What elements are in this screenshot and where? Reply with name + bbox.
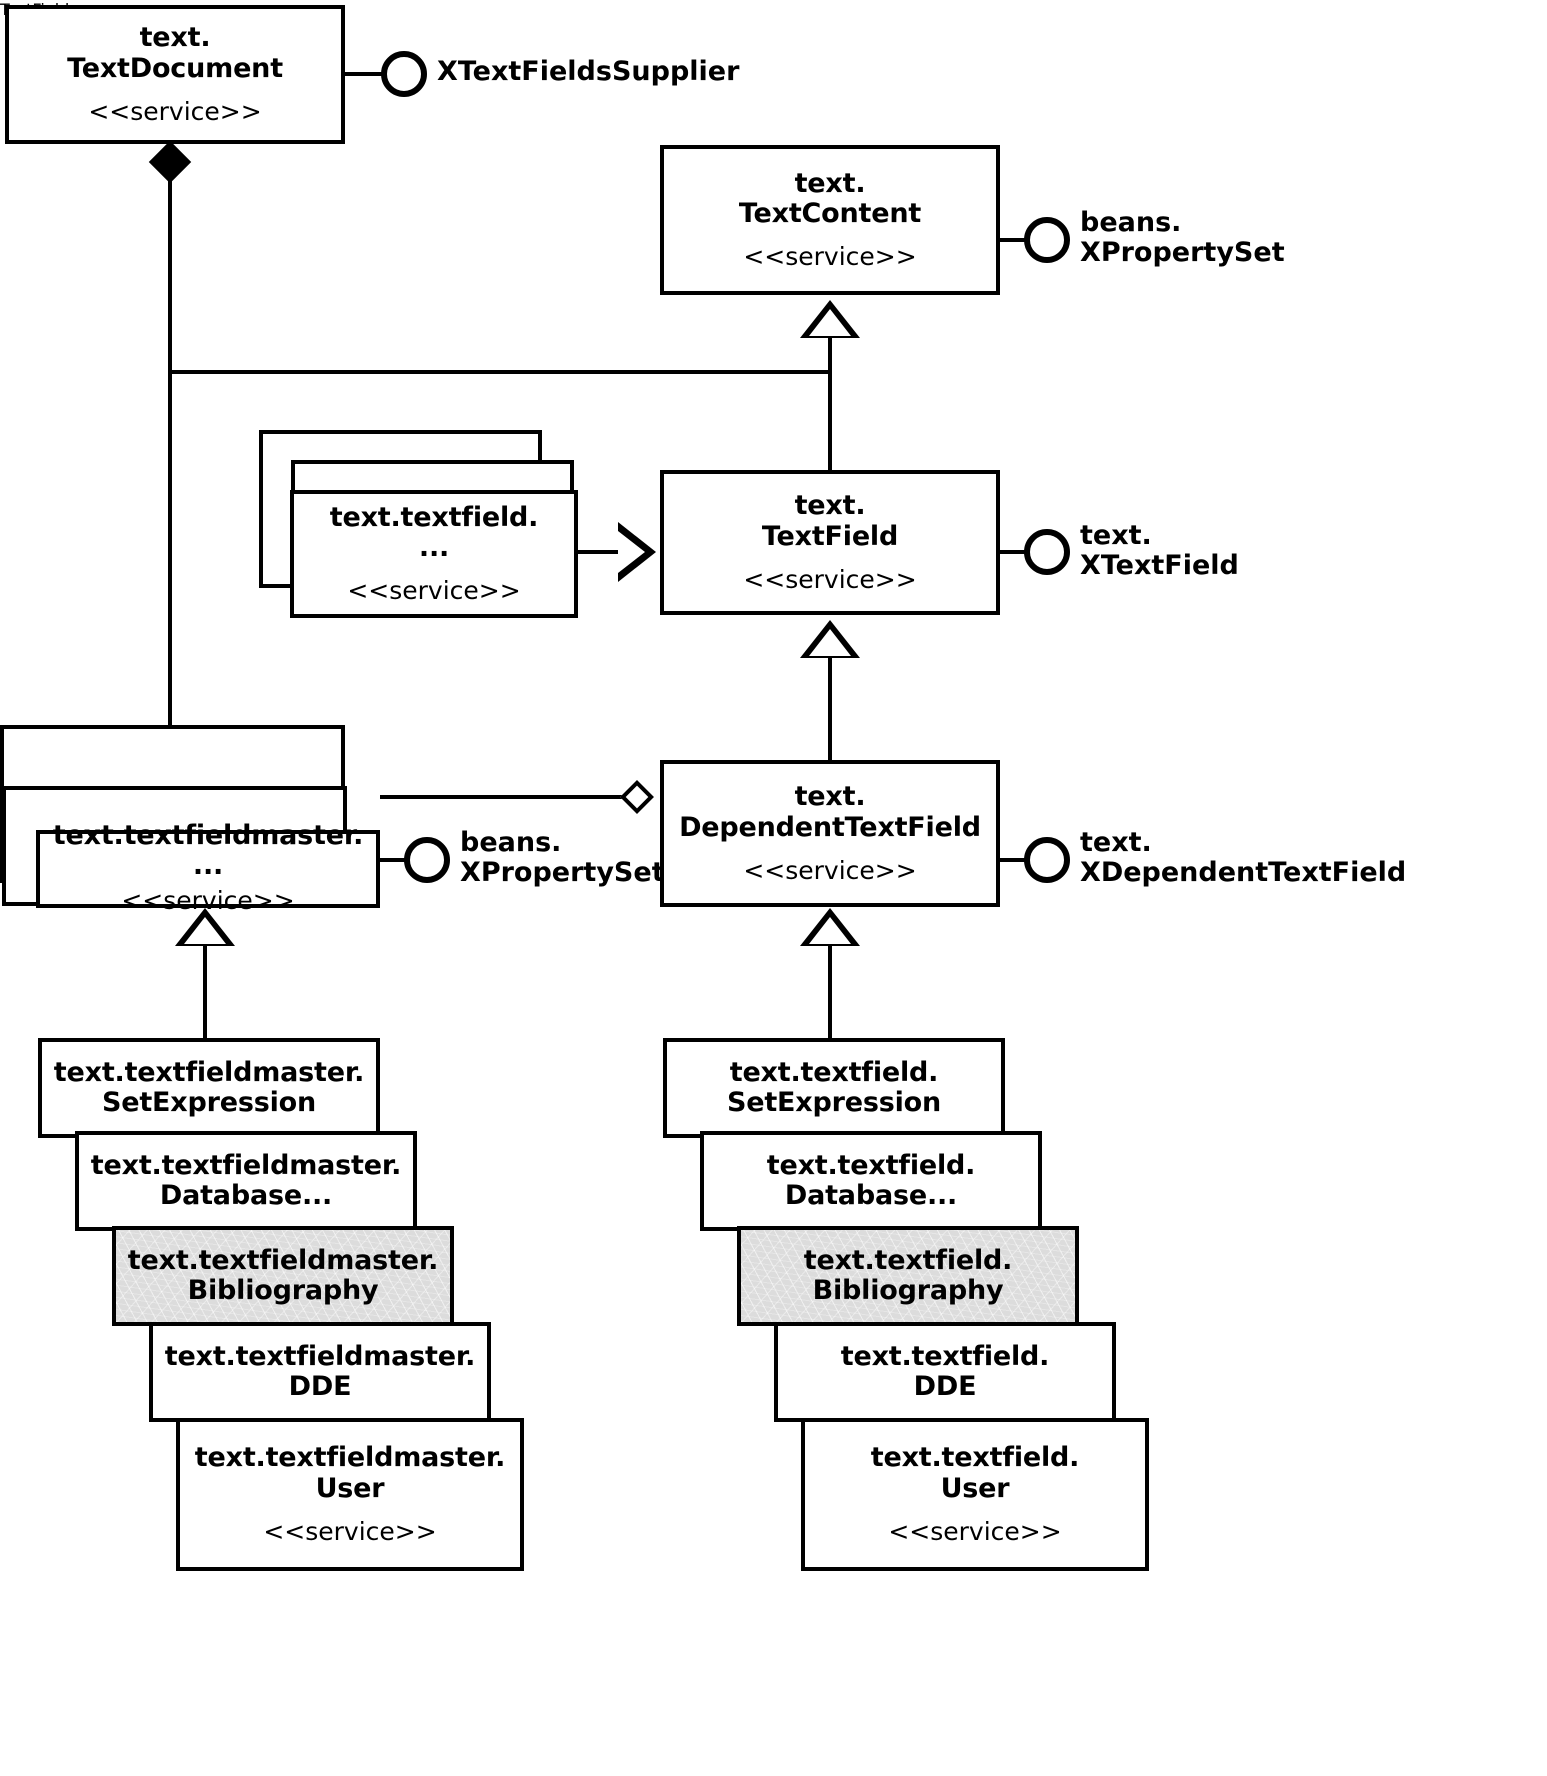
- box-stereotype: <<service>>: [888, 1516, 1062, 1546]
- box-textfieldmaster-setexpression[interactable]: text.textfieldmaster. SetExpression: [38, 1038, 380, 1138]
- box-stereotype: <<service>>: [743, 242, 917, 272]
- connector-textfield-generic-to-textfield: [578, 550, 620, 554]
- box-title: text.textfieldmaster. DDE: [164, 1340, 476, 1402]
- box-textfield-setexpression[interactable]: text.textfield. SetExpression: [663, 1038, 1005, 1138]
- box-title: text.textfield. DDE: [840, 1340, 1050, 1402]
- connector-textdocument-to-generalization-trunk: [168, 370, 832, 374]
- interface-beans-xpropertyset-master-icon[interactable]: [404, 837, 450, 883]
- interface-text-xtextfield-label: text. XTextField: [1080, 520, 1239, 581]
- interface-beans-xpropertyset-content-label: beans. XPropertySet: [1080, 207, 1285, 268]
- box-title: text.textfieldmaster. User: [194, 1442, 506, 1504]
- box-stereotype: <<service>>: [263, 1516, 437, 1546]
- connector-dependent-to-textfield-vertical: [828, 656, 832, 761]
- box-title: text.textfieldmaster. Bibliography: [127, 1244, 439, 1306]
- interface-xtextfieldssupplier-label: XTextFieldsSupplier: [437, 56, 740, 87]
- connector-textdocument-to-xtextfieldssupplier: [345, 72, 383, 76]
- connector-fields-generalization-vertical: [828, 944, 832, 1039]
- connector-textcontent-to-xpropertyset: [1000, 238, 1026, 242]
- aggregation-diamond-dependenttextfield: [620, 780, 654, 814]
- box-textfield-bibliography[interactable]: text.textfield. Bibliography: [737, 1226, 1079, 1326]
- box-textfield-database[interactable]: text.textfield. Database...: [700, 1131, 1042, 1231]
- box-stereotype: <<service>>: [743, 564, 917, 594]
- connector-dependenttextfield-to-xdependenttextfield: [1000, 858, 1026, 862]
- box-title: text.textfieldmaster. Database...: [90, 1149, 402, 1211]
- interface-text-xdependenttextfield-icon[interactable]: [1024, 837, 1070, 883]
- box-stereotype: <<service>>: [88, 96, 262, 126]
- interface-xtextfieldssupplier-icon[interactable]: [381, 51, 427, 97]
- box-textfieldmaster-user[interactable]: text.textfieldmaster. User <<service>>: [176, 1418, 524, 1571]
- connector-textdocument-composition-vertical: [168, 170, 172, 830]
- box-text-textcontent[interactable]: text. TextContent <<service>>: [660, 145, 1000, 295]
- interface-beans-xpropertyset-content-icon[interactable]: [1024, 217, 1070, 263]
- interface-text-xtextfield-icon[interactable]: [1024, 529, 1070, 575]
- connector-textcontent-generalization-vertical: [828, 336, 832, 471]
- box-textfieldmaster-database[interactable]: text.textfieldmaster. Database...: [75, 1131, 417, 1231]
- connector-master-to-dependenttextfield: [380, 795, 628, 799]
- box-title: text.textfield. User: [870, 1442, 1080, 1504]
- box-title: text.textfield. Bibliography: [803, 1244, 1013, 1306]
- interface-text-xdependenttextfield-label: text. XDependentTextField: [1080, 827, 1407, 888]
- box-title: text. TextField: [761, 490, 899, 552]
- box-title: text. TextDocument: [67, 22, 283, 84]
- box-text-dependenttextfield[interactable]: text. DependentTextField <<service>>: [660, 760, 1000, 907]
- box-title: text.textfieldmaster. SetExpression: [53, 1056, 365, 1118]
- box-title: text.textfieldmaster. ...: [52, 819, 364, 881]
- box-textfield-dde[interactable]: text.textfield. DDE: [774, 1322, 1116, 1422]
- box-title: text.textfield. ...: [329, 501, 539, 563]
- box-textfieldmaster-dde[interactable]: text.textfieldmaster. DDE: [149, 1322, 491, 1422]
- box-text-textdocument[interactable]: text. TextDocument <<service>>: [5, 5, 345, 144]
- connector-textfieldmaster-to-xpropertyset: [380, 858, 406, 862]
- box-text-textfield-generic[interactable]: text.textfield. ... <<service>>: [290, 490, 578, 618]
- box-title: text. DependentTextField: [679, 781, 981, 843]
- box-text-textfieldmaster-generic[interactable]: text.textfieldmaster. ... <<service>>: [36, 820, 380, 915]
- box-text-textfield[interactable]: text. TextField <<service>>: [660, 470, 1000, 615]
- box-stereotype: <<service>>: [347, 576, 521, 606]
- box-stereotype: <<service>>: [743, 855, 917, 885]
- box-textfieldmaster-bibliography[interactable]: text.textfieldmaster. Bibliography: [112, 1226, 454, 1326]
- box-title: text.textfield. Database...: [766, 1149, 976, 1211]
- box-title: text.textfield. SetExpression: [726, 1056, 942, 1118]
- box-textfield-user[interactable]: text.textfield. User <<service>>: [801, 1418, 1149, 1571]
- box-title: text. TextContent: [738, 167, 922, 229]
- connector-masters-generalization-vertical: [203, 944, 207, 1039]
- interface-beans-xpropertyset-master-label: beans. XPropertySet: [460, 827, 665, 888]
- connector-textfield-to-xtextfield: [1000, 550, 1026, 554]
